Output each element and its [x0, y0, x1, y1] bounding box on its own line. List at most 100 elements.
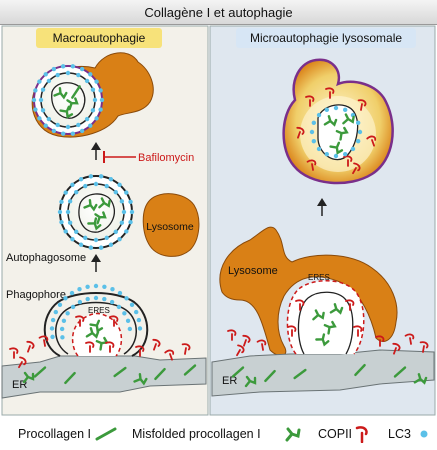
- procollagen-mark: [393, 366, 407, 378]
- copii-mark: [352, 162, 361, 175]
- misfolded-procollagen-mark: [413, 373, 428, 385]
- misfolded-procollagen-mark: [329, 303, 344, 315]
- copii-mark: [256, 339, 267, 351]
- procollagen-mark: [293, 368, 307, 380]
- procollagen-mark: [354, 363, 366, 377]
- lc3-dot: [67, 220, 73, 225]
- lc3-dot: [33, 88, 38, 93]
- collagen-phagophore: [85, 319, 109, 351]
- lc3-dot: [33, 107, 38, 112]
- lc3-dot: [342, 107, 348, 113]
- copii-mark: [164, 349, 175, 361]
- lc3-dot: [342, 151, 348, 157]
- phagophore-outer: [43, 292, 149, 357]
- procollagen-mark: [113, 366, 127, 378]
- misfolded-procollagen-mark: [329, 141, 344, 155]
- lc3-dot: [60, 335, 65, 340]
- copii-mark: [287, 325, 297, 337]
- lc3-dot: [109, 299, 115, 305]
- er-right-label: ER: [222, 375, 237, 387]
- lc3-dot: [88, 174, 94, 179]
- lc3-dot: [88, 123, 93, 128]
- lc3-dot: [43, 72, 48, 77]
- lc3-dot: [43, 123, 48, 128]
- lc3-dot: [78, 177, 84, 182]
- lc3-dot: [324, 151, 330, 157]
- autophagosome-label: Autophagosome: [6, 252, 86, 264]
- lc3-dot: [129, 302, 135, 307]
- lc3-dot: [94, 116, 99, 121]
- lc3-dot: [60, 131, 66, 136]
- legend-procollagen-label: Procollagen I: [18, 427, 91, 441]
- lc3-dot: [121, 209, 127, 215]
- lc3-dot: [94, 79, 99, 84]
- procollagen-mark: [264, 369, 276, 383]
- lc3-dot: [70, 304, 76, 310]
- lc3-dot: [311, 120, 317, 126]
- lc3-dot: [119, 220, 125, 225]
- misfolded-procollagen-mark: [342, 113, 355, 125]
- lc3-dot: [355, 120, 361, 126]
- copii-left: [9, 315, 191, 369]
- lc3-dot: [40, 87, 46, 92]
- misfolded-procollagen-mark: [315, 333, 330, 347]
- misfolded-procollagen-mark: [53, 86, 68, 100]
- lc3-dot: [133, 309, 139, 315]
- right-heading: Microautophagie lysosomale: [250, 31, 402, 45]
- misfolded-procollagen-mark: [94, 211, 107, 225]
- lc3-dot: [124, 190, 129, 195]
- lc3-dot: [98, 174, 104, 179]
- arrow-head-right: [317, 198, 327, 206]
- copii-mark: [345, 299, 355, 311]
- lc3-dot: [79, 128, 85, 134]
- misfolded-procollagen-mark: [22, 371, 35, 384]
- misfolded-procollagen-mark: [312, 309, 325, 321]
- autophagosome-cargo-membrane: [78, 193, 115, 233]
- er-right: [211, 349, 435, 397]
- copii-right: [227, 299, 429, 357]
- copii-mark: [181, 343, 191, 355]
- lc3-dot: [65, 70, 71, 76]
- lc3-dot: [77, 287, 82, 292]
- copii-mark: [343, 155, 353, 167]
- lc3-dot: [309, 129, 315, 135]
- copii-mark: [38, 335, 49, 347]
- lc3-dot: [99, 97, 105, 103]
- left-heading: Macroautophagie: [53, 31, 146, 45]
- lysosome-bottom-right: [219, 226, 398, 357]
- copii-mark: [135, 345, 145, 357]
- lc3-dot: [83, 235, 88, 241]
- lc3-dot: [79, 66, 85, 72]
- lc3-dot: [59, 219, 64, 225]
- lc3-dot: [57, 302, 63, 307]
- copii-mark: [366, 135, 377, 147]
- lc3-dot: [60, 64, 66, 69]
- copii-mark: [26, 340, 35, 353]
- copii-mark: [105, 341, 115, 353]
- copii-mark: [353, 325, 363, 337]
- collagen-er-left: [22, 364, 197, 386]
- lc3-dot: [78, 242, 84, 247]
- lc3-dot: [31, 97, 37, 103]
- misfolded-procollagen-mark: [83, 198, 98, 212]
- lysosome-right-label: Lysosome: [228, 265, 278, 277]
- lc3-dot: [104, 183, 109, 189]
- copii-mark: [375, 335, 385, 347]
- lc3-dot: [38, 97, 44, 103]
- copii-mark: [295, 299, 305, 311]
- copii-mark: [236, 344, 245, 357]
- copii-mark: [296, 126, 305, 139]
- lc3-dot: [49, 326, 55, 331]
- misfolded-procollagen-mark: [87, 217, 102, 231]
- lc3-dot: [355, 138, 361, 144]
- lc3-dot: [88, 245, 94, 250]
- lc3-phagophore: [49, 283, 143, 340]
- misfolded-procollagen-mark: [335, 126, 349, 141]
- copii-mark: [109, 315, 119, 327]
- copii-mark: [227, 329, 237, 341]
- left-heading-box: [36, 28, 162, 48]
- lc3-dot: [108, 242, 114, 247]
- lc3-dot: [55, 122, 60, 128]
- eres-left-label: ERES: [88, 306, 110, 315]
- lc3-dot: [65, 124, 71, 130]
